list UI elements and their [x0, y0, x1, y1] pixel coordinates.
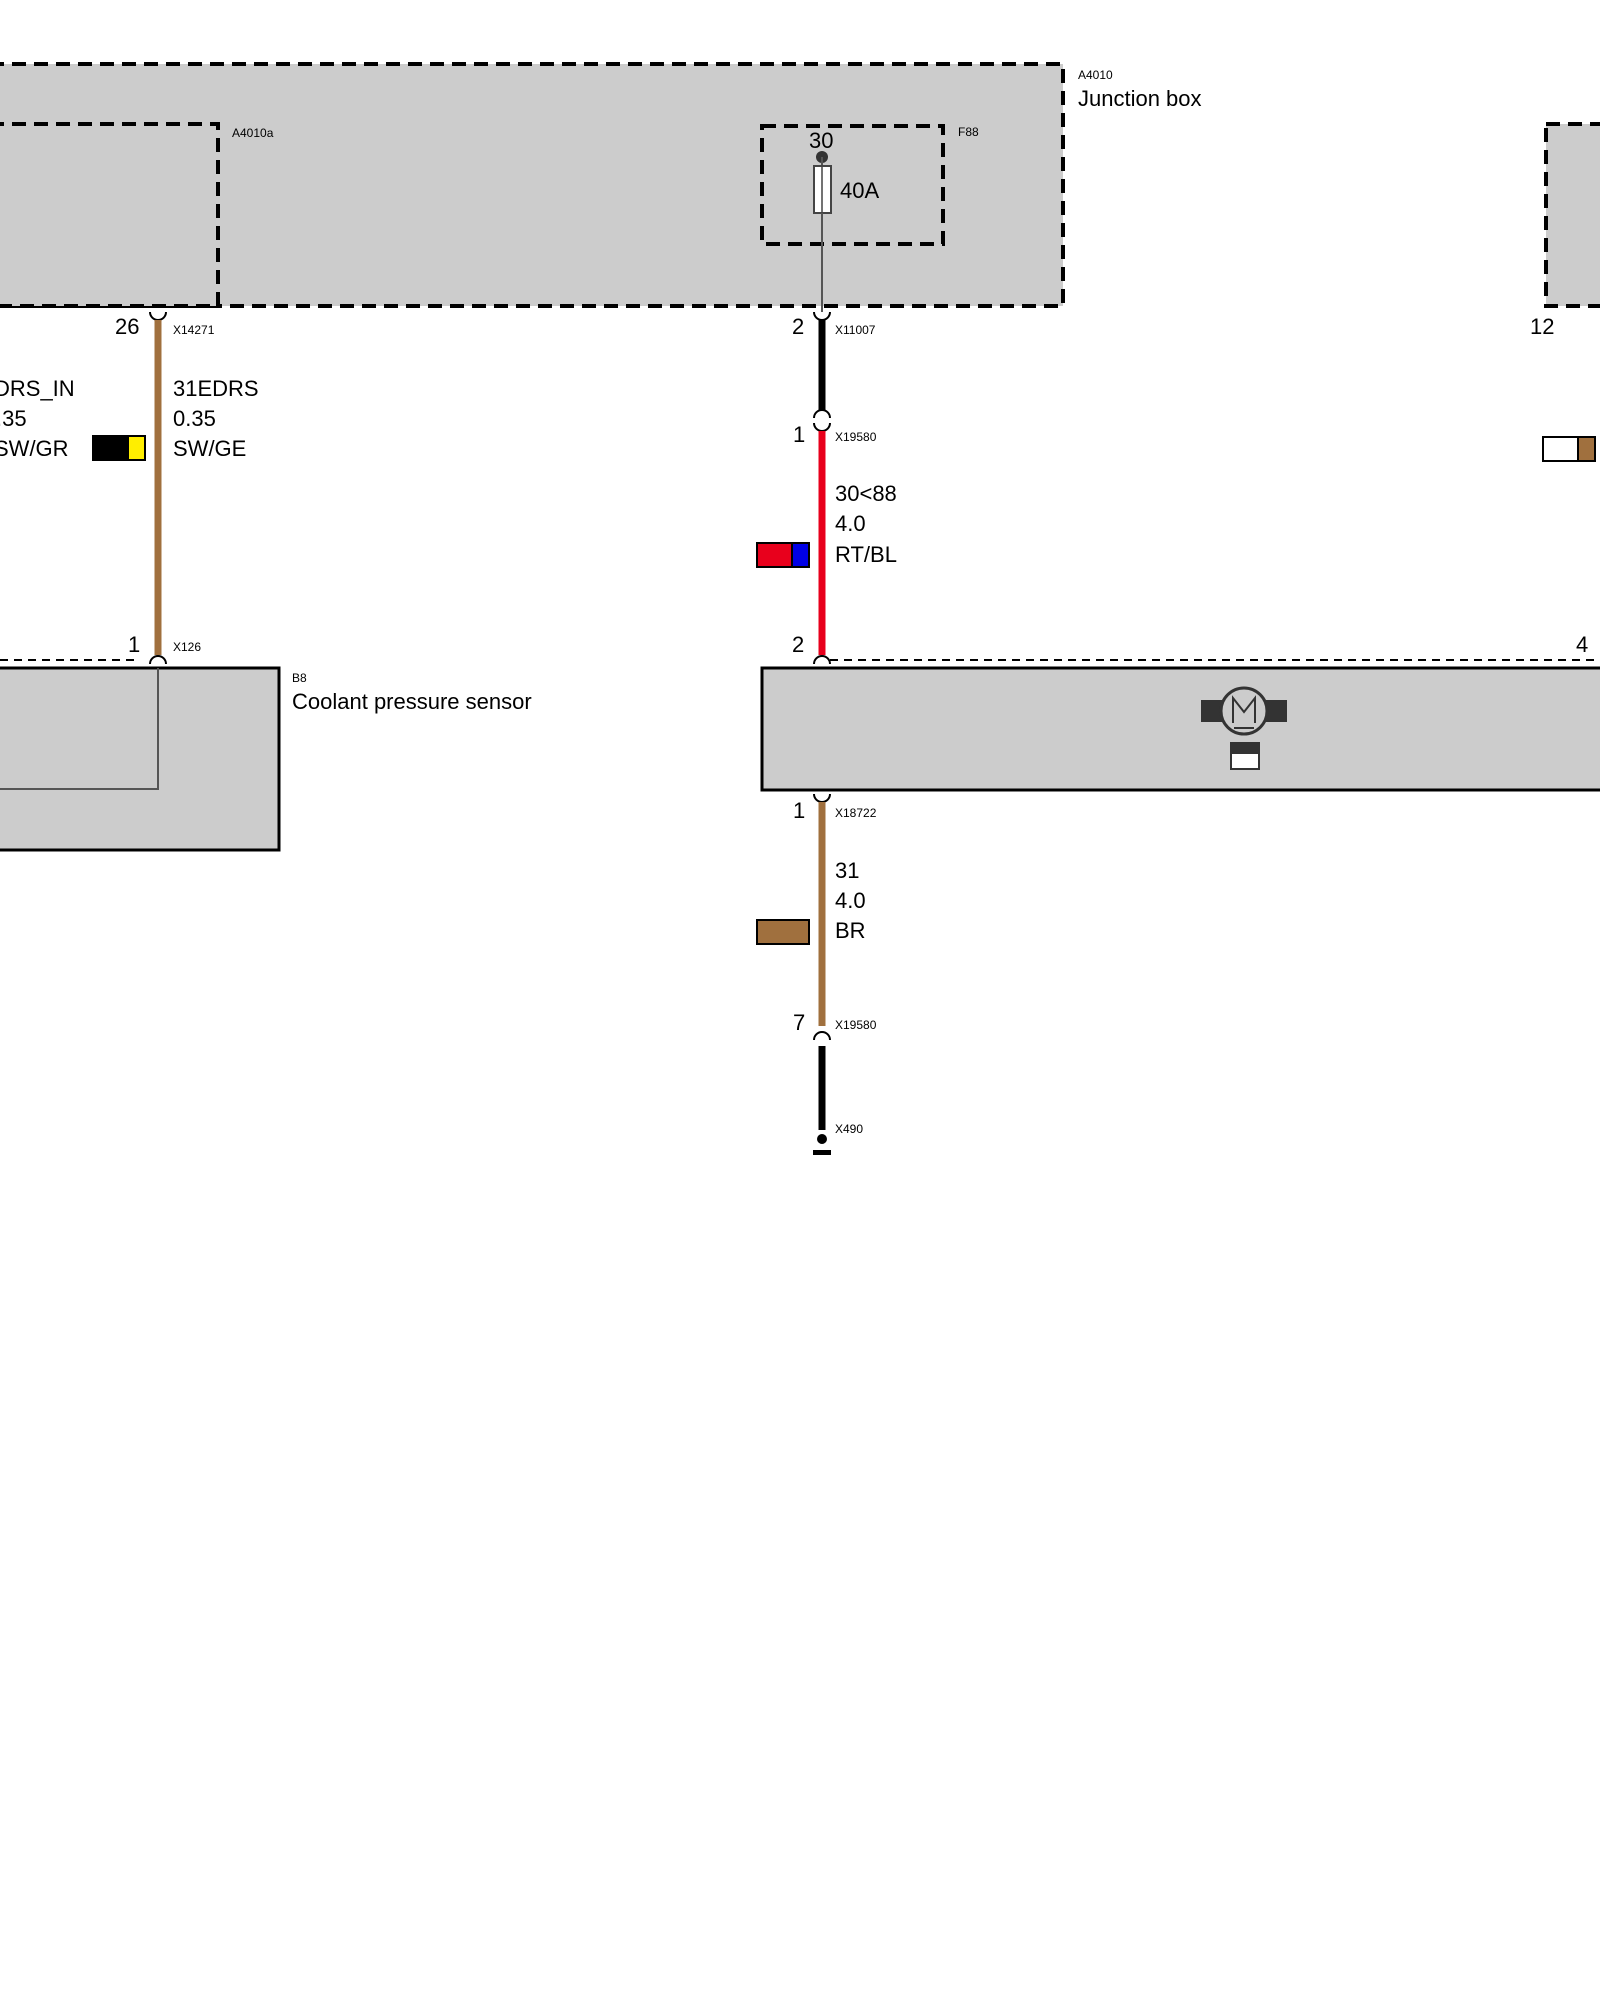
x14271-pin: 26	[115, 314, 139, 339]
ground-terminal-icon	[813, 1134, 831, 1155]
left-wire-color: SW/GR	[0, 436, 69, 461]
pump-right-pin: 4	[1576, 632, 1588, 657]
x14271-connector-icon	[149, 311, 167, 321]
x126-connector-icon	[149, 655, 167, 665]
supply-wire-signal: 30<88	[835, 481, 897, 506]
x19580-top-pin: 1	[793, 422, 805, 447]
left-wire-swatch-yellow	[127, 435, 146, 461]
edrs-wire-gauge: 0.35	[173, 406, 216, 431]
x11007-pin: 2	[792, 314, 804, 339]
coolant-pressure-sensor[interactable]	[0, 666, 281, 852]
x126-code: X126	[173, 640, 201, 654]
electric-pump[interactable]	[760, 666, 1600, 792]
pump-in-pin: 2	[792, 632, 804, 657]
right-box-pin: 12	[1530, 314, 1554, 339]
x18722-pin: 1	[793, 798, 805, 823]
x11007-code: X11007	[835, 323, 876, 337]
junction-box-code: A4010	[1078, 68, 1113, 82]
edrs-wire-color: SW/GE	[173, 436, 246, 461]
x11007-connector-icon	[813, 311, 831, 321]
ground-wire-gauge: 4.0	[835, 888, 866, 913]
sub-box-code: A4010a	[232, 126, 274, 140]
x126-pin: 1	[128, 632, 140, 657]
ground-wire-swatch	[756, 919, 810, 945]
supply-wire-swatch-red	[756, 542, 793, 568]
x19580-bottom-code: X19580	[835, 1018, 877, 1032]
sensor-code: B8	[292, 671, 307, 685]
junction-box-title: Junction box	[1078, 86, 1202, 111]
sensor-internal-wire	[0, 668, 159, 790]
left-wire-gauge: .35	[0, 406, 27, 431]
x19580-bottom-pin: 7	[793, 1010, 805, 1035]
x14271-code: X14271	[173, 323, 215, 337]
ground-wire-color: BR	[835, 918, 866, 943]
fuse-rating: 40A	[840, 178, 879, 203]
right-partial-box[interactable]	[1544, 122, 1600, 308]
supply-wire-color: RT/BL	[835, 542, 897, 567]
left-wire-signal: DRS_IN	[0, 376, 75, 401]
fuse-terminal: 30	[809, 128, 833, 153]
x19580-top-code: X19580	[835, 430, 877, 444]
electric-motor-icon	[1201, 686, 1287, 770]
pump-in-connector-icon	[813, 655, 831, 665]
ground-wire-signal: 31	[835, 858, 859, 883]
x18722-code: X18722	[835, 806, 877, 820]
right-wire-swatch-brown	[1577, 436, 1596, 462]
fuse-box-f88[interactable]	[760, 124, 945, 246]
edrs-wire-signal: 31EDRS	[173, 376, 259, 401]
x19580-top-socket-icon	[813, 422, 831, 432]
sensor-title: Coolant pressure sensor	[292, 689, 532, 714]
x490-code: X490	[835, 1122, 863, 1136]
x19580-top-connector-icon	[813, 409, 831, 419]
left-wire-swatch-black	[92, 435, 129, 461]
supply-wire-gauge: 4.0	[835, 511, 866, 536]
supply-wire-swatch-blue	[791, 542, 810, 568]
x19580-bottom-connector-icon	[813, 1031, 831, 1041]
x18722-connector-icon	[813, 793, 831, 803]
sub-box-a4010a[interactable]	[0, 122, 220, 308]
fuse-code: F88	[958, 125, 979, 139]
